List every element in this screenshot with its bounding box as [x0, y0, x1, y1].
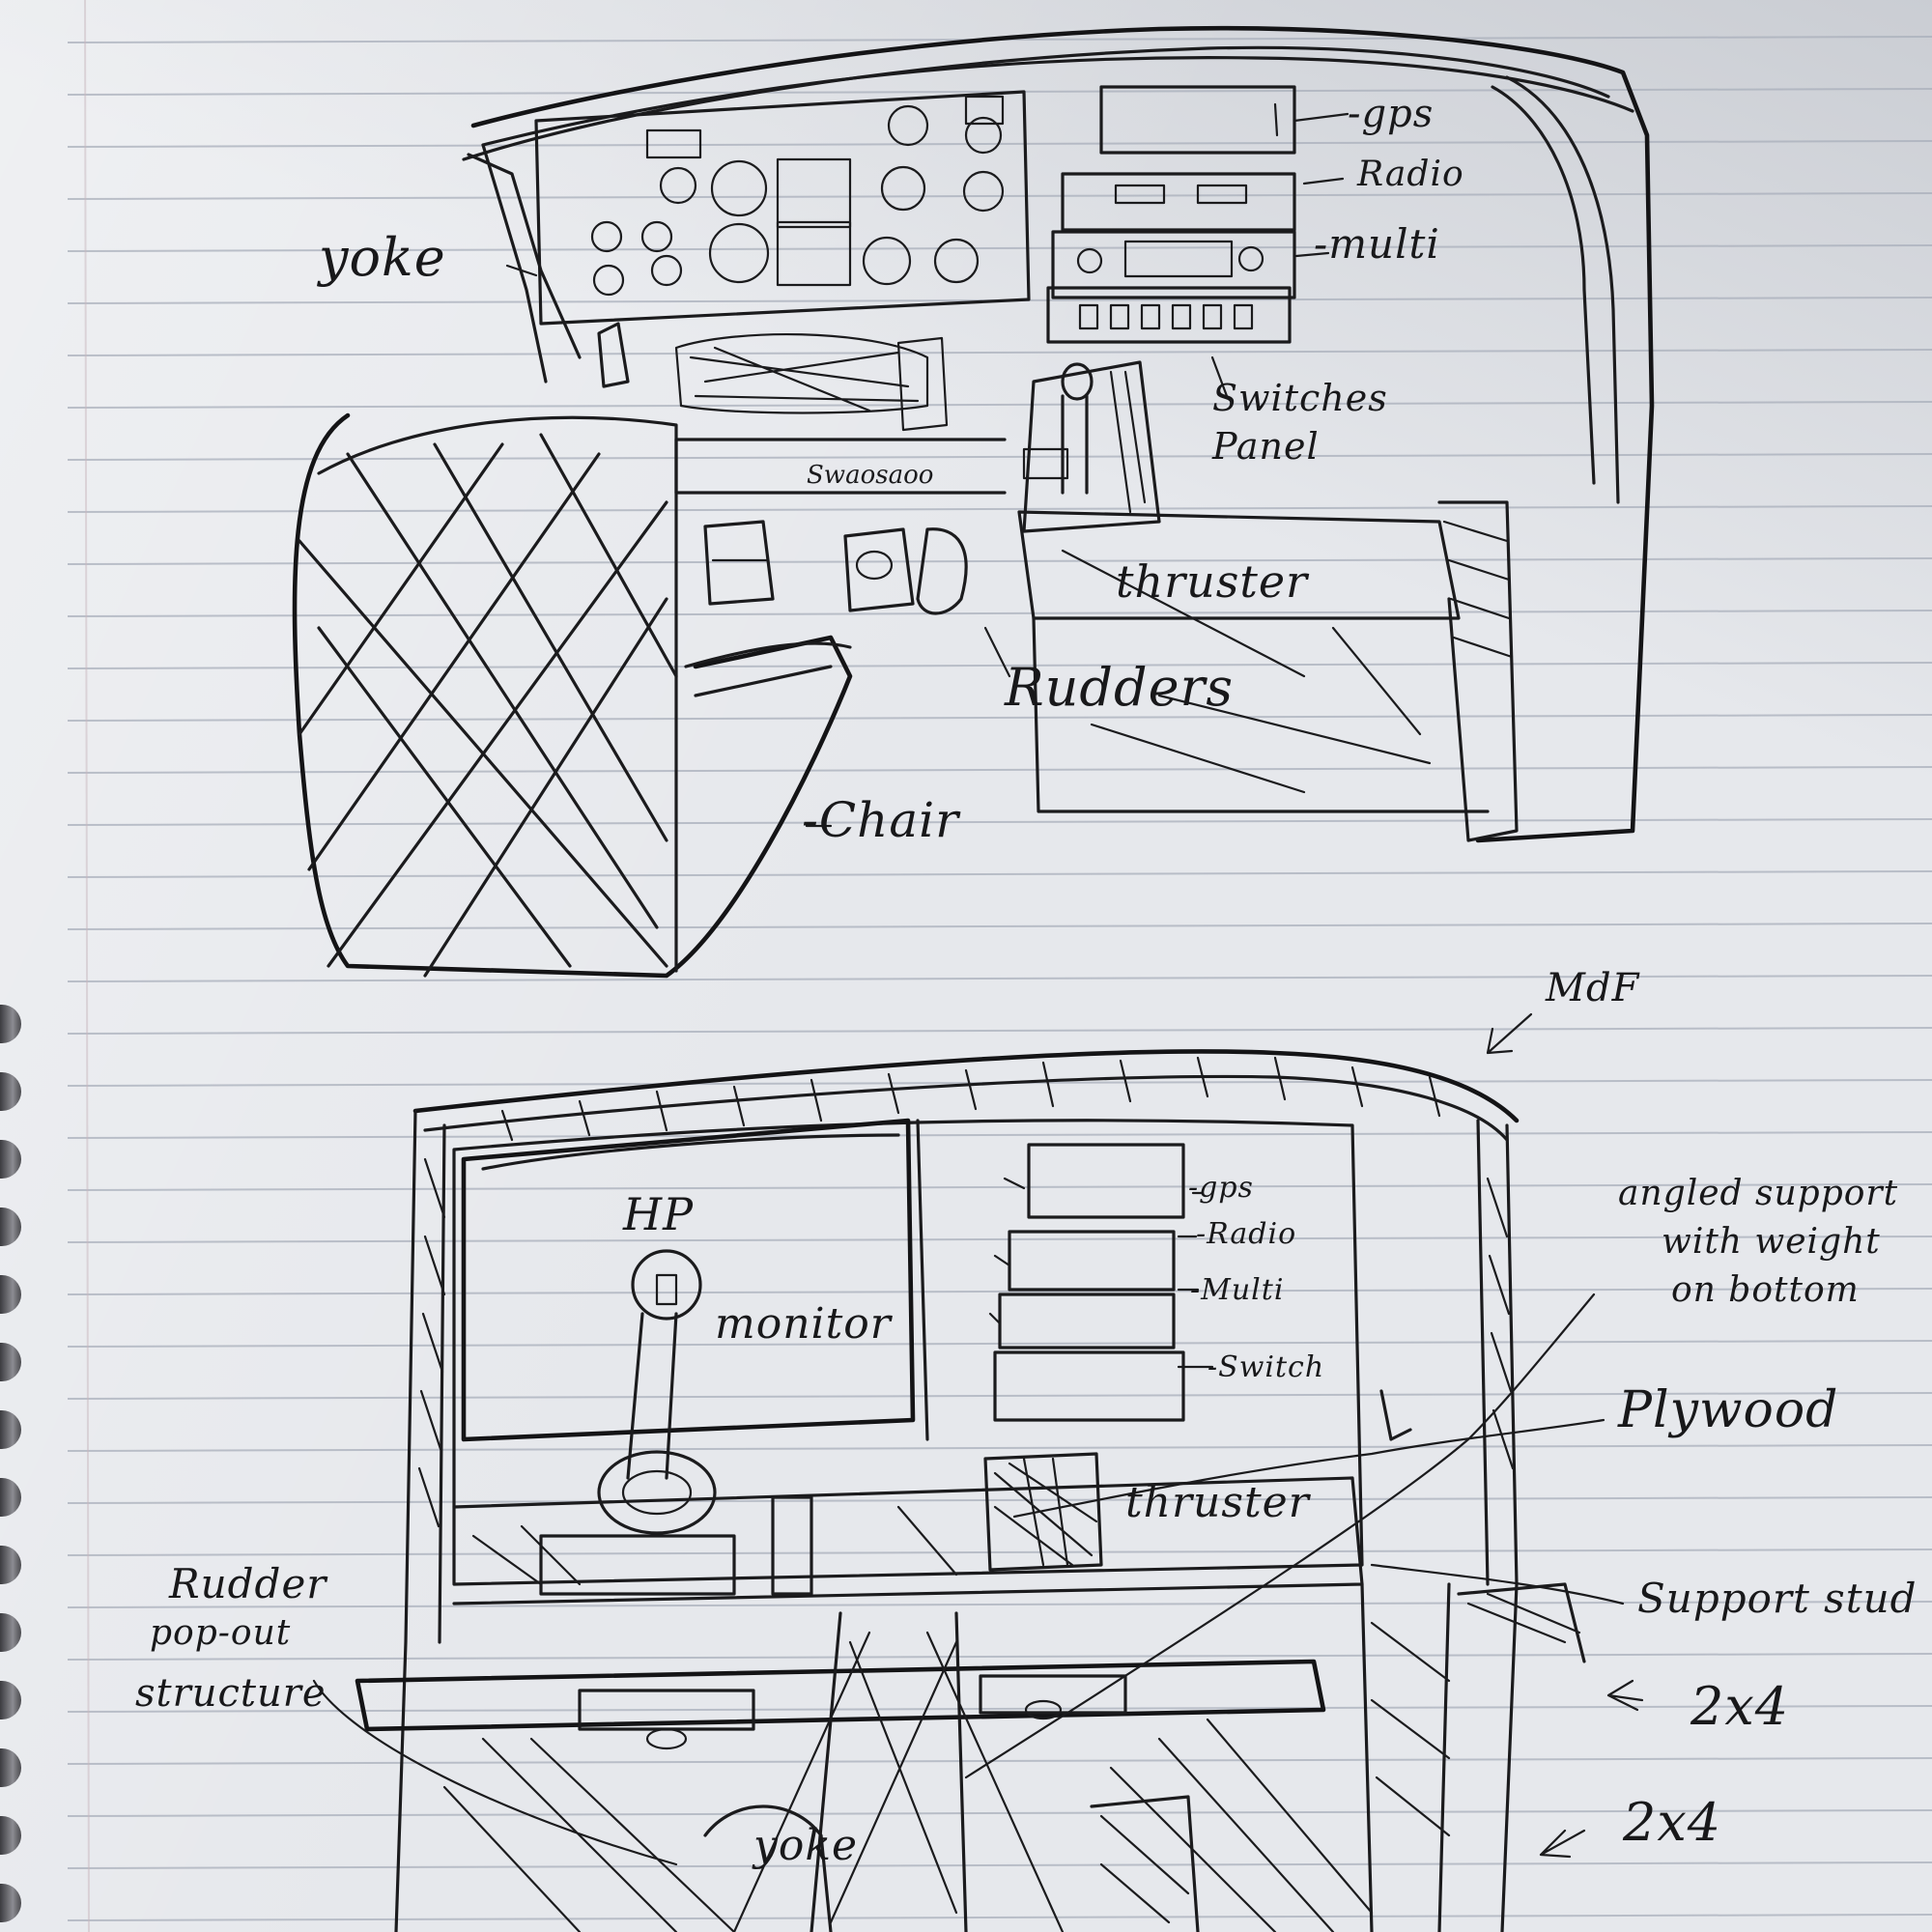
- bottom-frame: [394, 1109, 1519, 1932]
- bottom-shelf: [452, 1476, 1364, 1605]
- label-rudder-3: structure: [135, 1671, 327, 1716]
- bottom-leader-lines: [312, 1012, 1644, 1866]
- label-angled-support-2: with weight: [1662, 1222, 1881, 1262]
- top-leader-lines: [505, 112, 1350, 828]
- label-2x4-b: 2x4: [1623, 1792, 1722, 1853]
- top-cockpit-sketch: Swaosaoo: [292, 25, 1655, 979]
- top-thruster-cabinet: [1017, 500, 1519, 842]
- label-rudder-2: pop-out: [150, 1613, 292, 1653]
- label-rudders-top: Rudders: [1005, 657, 1235, 718]
- top-yoke: Swaosaoo: [597, 322, 1007, 495]
- label-plywood: Plywood: [1618, 1381, 1839, 1439]
- label-switch-bottom: -Switch: [1208, 1350, 1325, 1384]
- bottom-joystick: [597, 1249, 717, 1535]
- label-multi-bottom: -Multi: [1190, 1273, 1285, 1307]
- label-radio-top: Radio: [1357, 155, 1464, 194]
- label-thruster-top: thruster: [1116, 555, 1309, 608]
- label-2x4-a: 2x4: [1690, 1676, 1790, 1737]
- top-mount-label: Swaosaoo: [807, 461, 933, 490]
- bottom-avionics-stack: [988, 1143, 1185, 1422]
- label-support-stud: Support stud: [1637, 1575, 1918, 1622]
- label-gps-bottom: -gps: [1188, 1171, 1254, 1205]
- label-angled-support-1: angled support: [1618, 1174, 1899, 1213]
- top-rudder-pedals: [703, 520, 968, 615]
- bottom-monitor: [461, 1118, 929, 1442]
- top-throttle-quadrant: [1022, 360, 1161, 533]
- top-chair: [292, 412, 853, 979]
- label-gps-top: -gps: [1348, 92, 1435, 136]
- top-dashboard-outline: [470, 25, 1655, 843]
- top-avionics-stack: [1046, 85, 1296, 344]
- label-monitor: monitor: [715, 1299, 892, 1349]
- bottom-lower-frame: [442, 1582, 1451, 1932]
- bottom-rudder-board: [355, 1659, 1326, 1750]
- label-yoke-bottom: yoke: [753, 1821, 859, 1870]
- label-angled-support-3: on bottom: [1671, 1270, 1860, 1310]
- label-thruster-bottom: thruster: [1125, 1478, 1310, 1527]
- label-hp: HP: [623, 1188, 695, 1240]
- bottom-cockpit-sketch: [312, 1012, 1644, 1932]
- label-panel-top: Panel: [1212, 425, 1320, 468]
- label-yoke-top: yoke: [319, 227, 446, 288]
- label-switches-top: Switches: [1212, 377, 1388, 419]
- bottom-thruster: [983, 1452, 1103, 1572]
- label-mdf: MdF: [1546, 966, 1640, 1010]
- label-rudder-1: Rudder: [169, 1560, 327, 1607]
- label-multi-top: -multi: [1314, 220, 1440, 268]
- top-left-instrument-panel: [534, 90, 1031, 326]
- bottom-supports: [1379, 1389, 1586, 1663]
- bottom-mdf-top: [412, 1049, 1520, 1123]
- label-radio-bottom: -Radio: [1196, 1217, 1297, 1251]
- label-chair-top: -Chair: [802, 792, 960, 848]
